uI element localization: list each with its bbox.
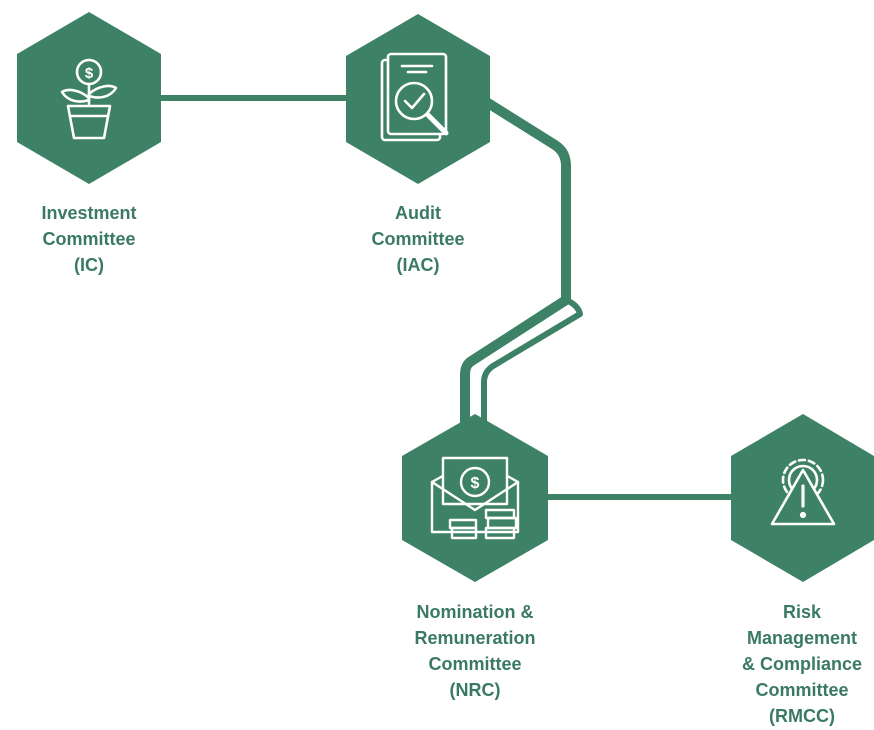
node-nrc: $: [402, 414, 548, 582]
label-iac-line-2: Committee: [371, 229, 465, 249]
label-nrc-line-4: (NRC): [449, 680, 501, 700]
money-plant-icon: [60, 58, 118, 140]
risk-warning-gear-icon: [770, 458, 836, 526]
label-nrc-line-3: Committee: [428, 654, 522, 674]
dollar-sign-ic: $: [85, 65, 94, 82]
label-iac-line-1: Audit: [395, 203, 441, 223]
label-rmcc: Risk Management & Compliance Committee (…: [730, 599, 874, 729]
node-ic: $: [17, 12, 161, 184]
label-nrc: Nomination & Remuneration Committee (NRC…: [385, 599, 565, 703]
label-ic-line-3: (IC): [74, 255, 104, 275]
label-rmcc-line-4: Committee: [755, 680, 849, 700]
label-rmcc-line-3: & Compliance: [741, 654, 863, 674]
label-rmcc-line-2: Management: [746, 628, 858, 648]
dollar-sign-nrc: $: [471, 475, 480, 492]
label-nrc-line-2: Remuneration: [414, 628, 536, 648]
node-iac: [346, 14, 490, 184]
money-envelope-icon: [430, 456, 520, 540]
label-ic: Investment Committee (IC): [9, 200, 169, 278]
audit-document-icon: [380, 52, 449, 142]
connector-iac-nrc-rail: [481, 297, 583, 443]
label-iac: Audit Committee (IAC): [338, 200, 498, 278]
label-ic-line-1: Investment: [41, 203, 137, 223]
label-ic-line-2: Committee: [42, 229, 136, 249]
node-rmcc: [731, 414, 874, 582]
label-rmcc-line-1: Risk: [782, 602, 822, 622]
label-iac-line-3: (IAC): [396, 255, 440, 275]
connectors: [147, 93, 748, 500]
label-nrc-line-1: Nomination &: [416, 602, 534, 622]
label-rmcc-line-5: (RMCC): [769, 706, 835, 726]
